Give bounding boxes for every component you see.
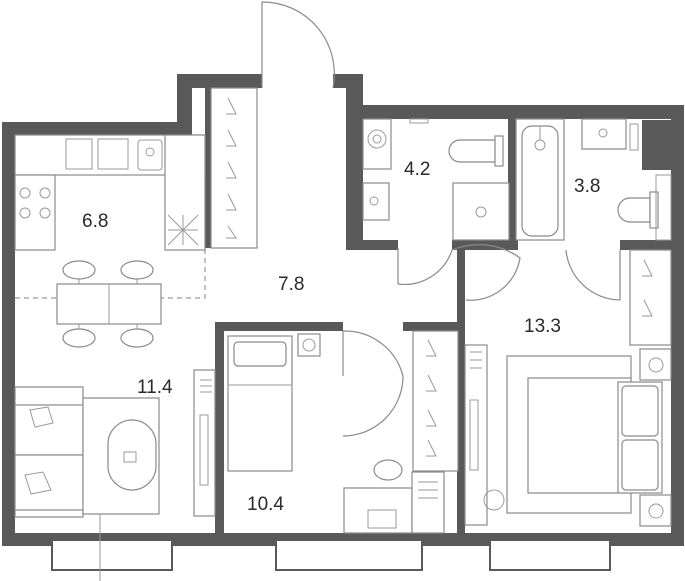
area-label-kitchen: 6.8	[82, 211, 108, 232]
bedroom-small-furniture	[227, 330, 459, 534]
window-bedroom-small	[275, 539, 423, 571]
wc-fixtures	[515, 118, 672, 301]
window-living	[51, 539, 173, 571]
window-bedroom-main	[489, 539, 611, 571]
area-label-bathroom: 4.2	[404, 159, 430, 180]
hall-wardrobe	[210, 87, 258, 249]
area-label-bedroom-main: 13.3	[524, 316, 561, 337]
area-label-wc: 3.8	[574, 176, 600, 197]
area-label-bedroom-small: 10.4	[247, 494, 284, 515]
area-label-living: 11.4	[137, 377, 173, 398]
area-label-hall: 7.8	[278, 274, 304, 295]
windows	[51, 539, 611, 571]
living-furniture	[14, 369, 216, 581]
area-labels: 6.8 11.4 7.8 4.2 3.8 10.4 13.3	[82, 159, 600, 515]
kitchen-furniture	[14, 134, 206, 299]
bedroom-main-furniture	[464, 249, 672, 527]
bathroom-fixtures	[362, 118, 521, 301]
dining-set	[56, 260, 162, 348]
entry-door	[261, 1, 335, 89]
